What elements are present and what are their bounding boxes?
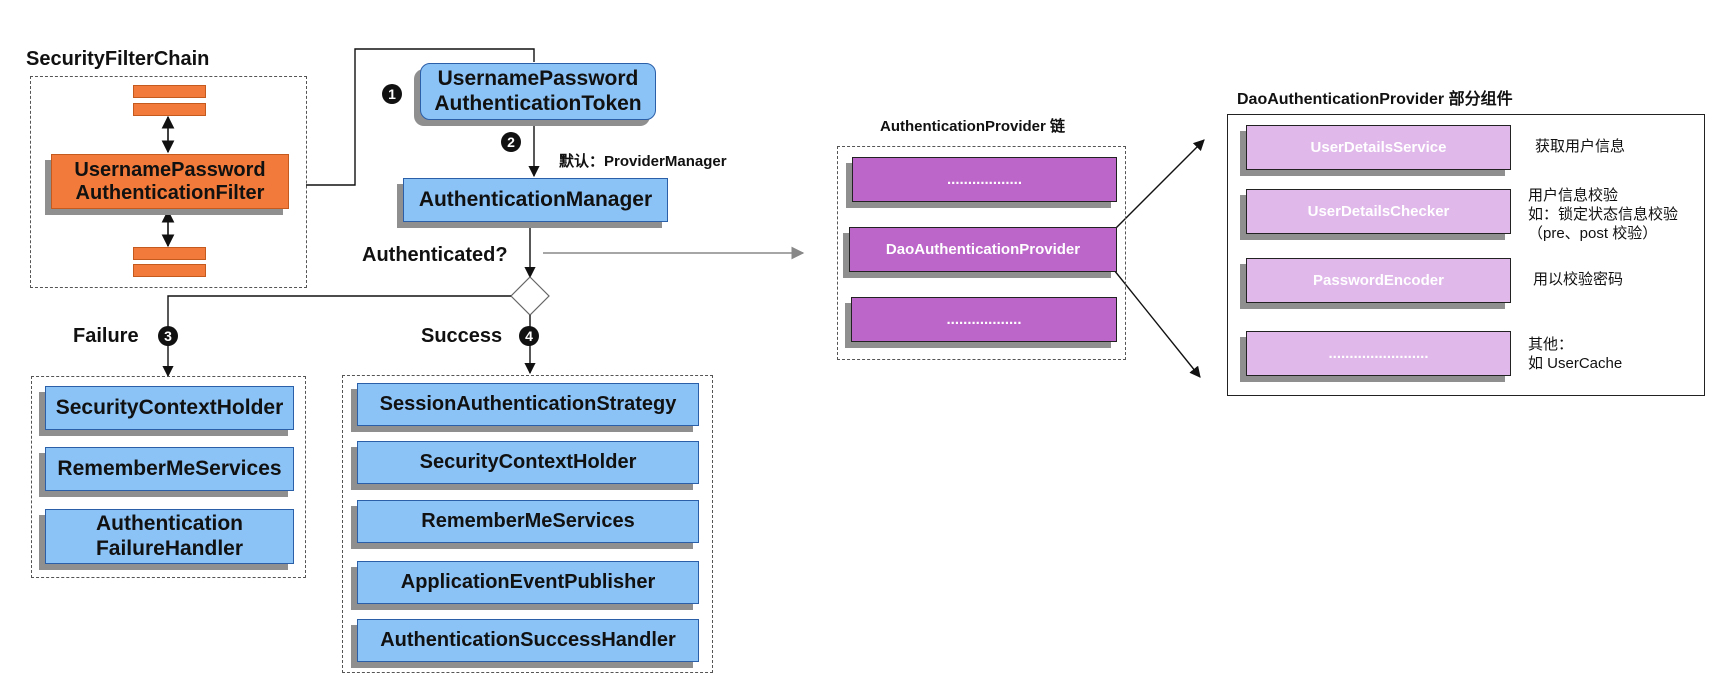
password-encoder[interactable]: PasswordEncoder (1246, 258, 1511, 303)
filter-bar-top-2 (133, 103, 206, 116)
filter-bar-bottom-2 (133, 264, 206, 277)
application-event-publisher[interactable]: ApplicationEventPublisher (357, 561, 699, 604)
security-filter-chain-box (30, 76, 307, 288)
failure-remember-me-services[interactable]: RememberMeServices (45, 447, 294, 491)
provider-manager-note: 默认：ProviderManager (559, 153, 727, 170)
provider-chain-title: AuthenticationProvider 链 (880, 118, 1066, 135)
filter-to-token-line (306, 48, 535, 186)
username-password-authentication-token[interactable]: UsernamePassword AuthenticationToken (420, 63, 656, 120)
user-details-service-note: 获取用户信息 (1535, 138, 1626, 155)
failure-handlers-box (31, 376, 306, 578)
user-details-checker-note: 用户信息校验 如：锁定状态信息校验 （pre、post 校验） (1528, 187, 1679, 242)
failure-branch-arrow (162, 295, 511, 378)
failure-label: Failure (73, 325, 139, 347)
decision-diamond (510, 276, 550, 316)
user-details-checker[interactable]: UserDetailsChecker (1246, 189, 1511, 234)
step-2-badge: 2 (501, 132, 521, 152)
authentication-manager[interactable]: AuthenticationManager (403, 178, 668, 222)
security-filter-chain-title: SecurityFilterChain (26, 48, 210, 70)
step-3-badge: 3 (158, 326, 178, 346)
filter-bar-top-1 (133, 85, 206, 98)
provider-chain-box (837, 146, 1126, 360)
user-details-service[interactable]: UserDetailsService (1246, 125, 1511, 170)
username-password-authentication-filter[interactable]: UsernamePassword AuthenticationFilter (51, 154, 289, 209)
success-label: Success (421, 325, 503, 347)
dao-authentication-provider[interactable]: DaoAuthenticationProvider (849, 227, 1117, 272)
failure-security-context-holder[interactable]: SecurityContextHolder (45, 386, 294, 430)
authentication-failure-handler[interactable]: Authentication FailureHandler (45, 509, 294, 564)
other-component-placeholder[interactable]: ........................ (1246, 331, 1511, 376)
session-authentication-strategy[interactable]: SessionAuthenticationStrategy (357, 383, 699, 426)
success-security-context-holder[interactable]: SecurityContextHolder (357, 441, 699, 484)
provider-placeholder-top[interactable]: .................. (852, 157, 1117, 202)
success-remember-me-services[interactable]: RememberMeServices (357, 500, 699, 543)
dao-components-title: DaoAuthenticationProvider 部分组件 (1237, 91, 1513, 108)
provider-placeholder-bottom[interactable]: .................. (851, 297, 1117, 342)
filter-bar-bottom-1 (133, 247, 206, 260)
other-component-note: 其他： 如 UserCache (1528, 336, 1623, 372)
authentication-success-handler[interactable]: AuthenticationSuccessHandler (357, 619, 699, 662)
step-4-badge: 4 (519, 326, 539, 346)
step-1-badge: 1 (382, 84, 402, 104)
authenticated-question: Authenticated? (362, 244, 508, 266)
success-handlers-box (342, 375, 713, 673)
password-encoder-note: 用以校验密码 (1533, 271, 1624, 288)
